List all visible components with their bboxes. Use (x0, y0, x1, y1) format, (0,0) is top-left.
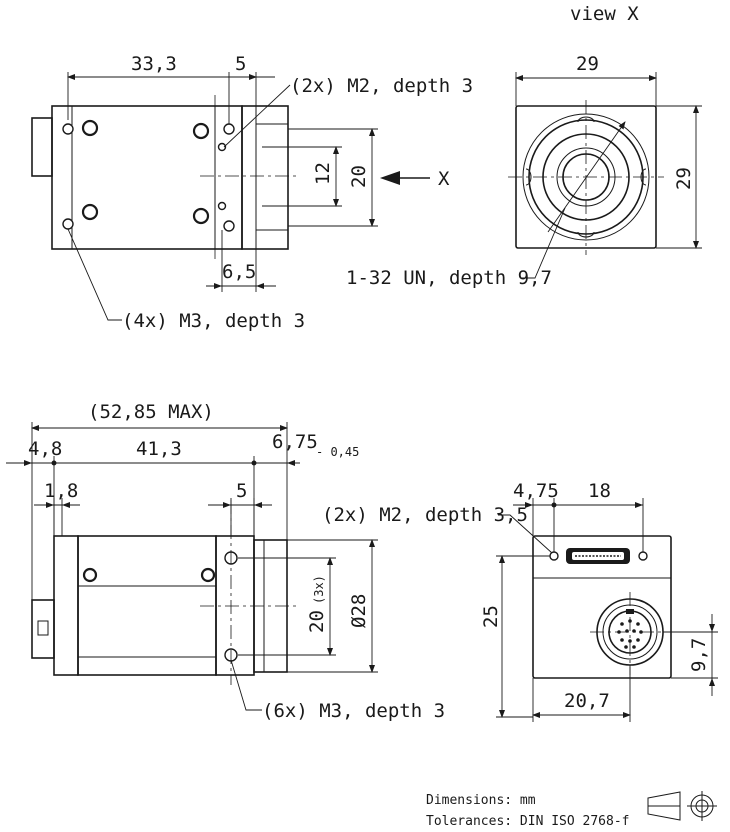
units-note: Dimensions: mm (426, 793, 536, 808)
dim-33-3: 33,3 (131, 53, 177, 75)
m2-hole-icon (638, 551, 648, 561)
dim-12: 12 (312, 162, 334, 185)
m3-hole-icon (62, 218, 74, 230)
screw-icon (81, 119, 99, 137)
m2-hole-icon (217, 142, 227, 152)
m3-hole-icon (62, 123, 74, 135)
dim-41-3: 41,3 (136, 438, 182, 460)
dim-4-8: 4,8 (28, 438, 62, 460)
dim-5-top: 5 (235, 53, 246, 75)
callout-m2-top: (2x) M2, depth 3 (290, 75, 473, 97)
tolerance-note: Tolerances: DIN ISO 2768-f (426, 814, 630, 829)
callout-m2-back: (2x) M2, depth 3,5 (322, 504, 528, 526)
dim-20-note: (3x) (312, 575, 326, 604)
m3-hole-icon (223, 123, 235, 135)
m2-hole-icon (217, 201, 227, 211)
dim-25: 25 (480, 605, 502, 628)
dim-29-width: 29 (576, 53, 599, 75)
view-x-label: view X (570, 3, 639, 25)
dim-20-7: 20,7 (564, 690, 610, 712)
screw-icon (200, 567, 216, 583)
screw-icon (81, 203, 99, 221)
dim-18: 18 (588, 480, 611, 502)
dim-diameter: Ø28 (348, 594, 370, 628)
dim-overall: (52,85 MAX) (88, 401, 214, 423)
screw-icon (192, 207, 210, 225)
callout-m3-top: (4x) M3, depth 3 (122, 310, 305, 332)
dim-6-75-tolerance: - 0,45 (316, 445, 359, 459)
front-view: 29 29 1-32 UN, depth 9,7 (346, 53, 702, 289)
dim-6-75: 6,75 (272, 431, 318, 453)
dim-4-75: 4,75 (513, 480, 559, 502)
top-view: 33,3 5 (2x) M2, depth 3 12 20 X 6,5 (4x)… (31, 53, 473, 332)
m3-hole-icon (223, 220, 235, 232)
view-x-marker: X (438, 168, 450, 190)
dim-6-5: 6,5 (222, 261, 256, 283)
screw-icon (192, 122, 210, 140)
screw-icon (82, 567, 98, 583)
dim-9-7: 9,7 (688, 638, 710, 672)
dim-5-side: 5 (236, 480, 247, 502)
footer: Dimensions: mm Tolerances: DIN ISO 2768-… (426, 791, 717, 829)
dim-29-height: 29 (673, 167, 695, 190)
dim-20-top: 20 (348, 165, 370, 188)
dim-20-side: 20 (306, 610, 328, 633)
m2-hole-icon (549, 551, 559, 561)
callout-m3-side: (6x) M3, depth 3 (262, 700, 445, 722)
dim-1-8: 1,8 (44, 480, 78, 502)
side-view: (52,85 MAX) 4,8 41,3 6,75 - 0,45 1,8 5 2… (6, 401, 445, 722)
back-view: 4,75 18 (2x) M2, depth 3,5 25 9,7 20,7 (322, 480, 718, 722)
callout-thread: 1-32 UN, depth 9,7 (346, 267, 552, 289)
projection-symbol-icon (647, 791, 717, 821)
